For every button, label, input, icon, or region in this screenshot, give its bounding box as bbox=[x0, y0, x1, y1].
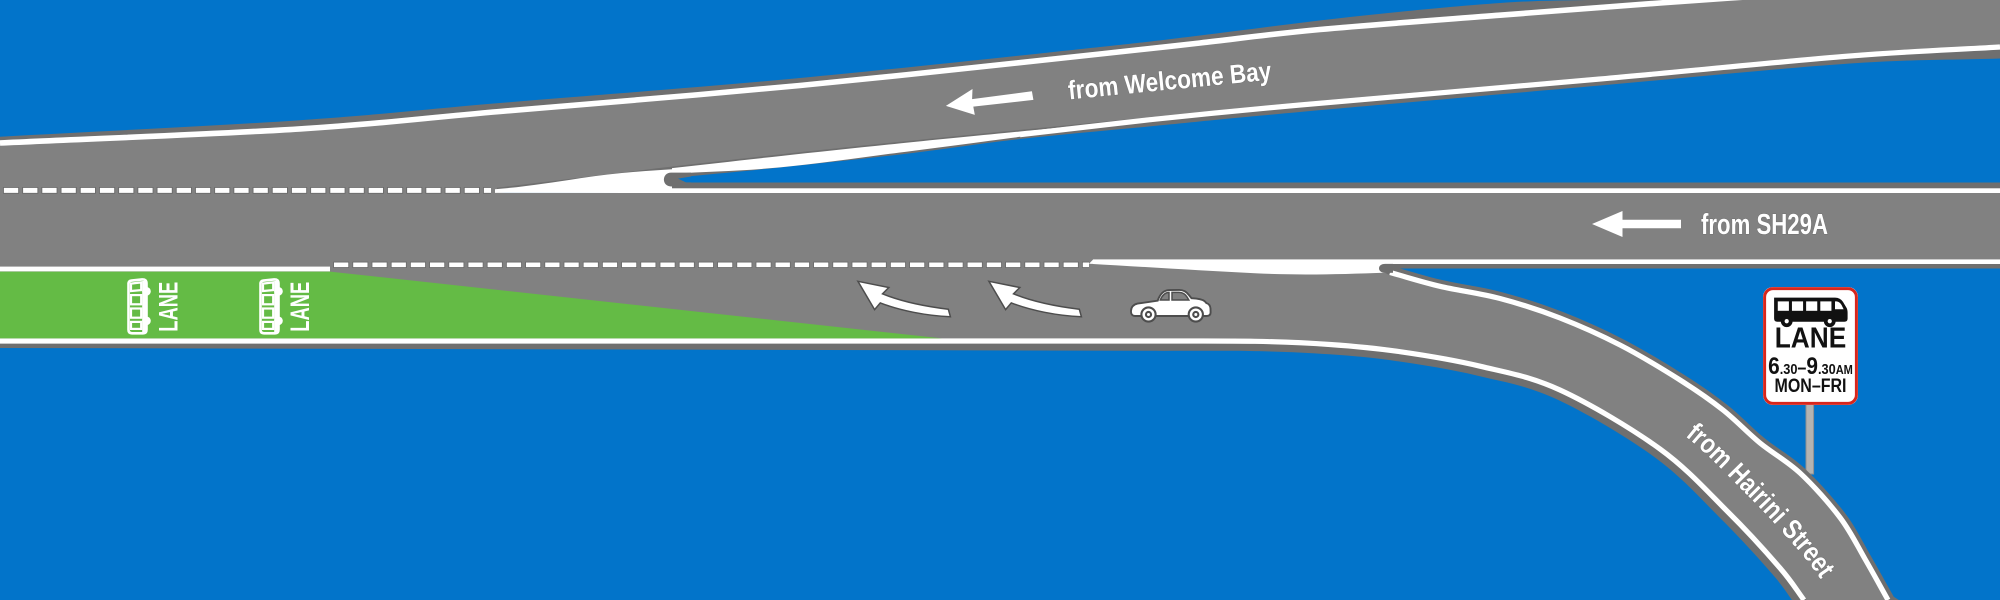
svg-text:6.30–9.30AM: 6.30–9.30AM bbox=[1768, 351, 1853, 379]
svg-text:LANE: LANE bbox=[1775, 323, 1847, 355]
svg-text:LANE: LANE bbox=[153, 282, 183, 332]
svg-text:MON–FRI: MON–FRI bbox=[1775, 375, 1847, 397]
svg-text:LANE: LANE bbox=[285, 282, 315, 332]
svg-text:from SH29A: from SH29A bbox=[1701, 209, 1828, 241]
